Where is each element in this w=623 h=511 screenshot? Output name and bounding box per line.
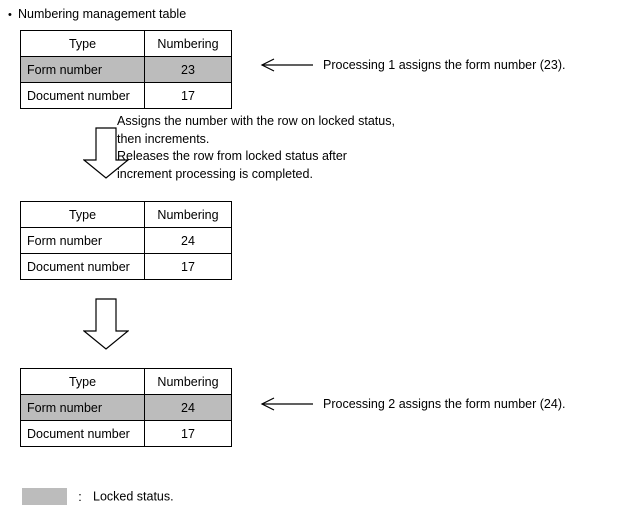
cell-type: Document number: [20, 82, 145, 109]
numbering-table-3: Type Numbering Form number 24 Document n…: [20, 368, 232, 447]
table-header-row: Type Numbering: [20, 30, 232, 57]
column-header-numbering: Numbering: [144, 201, 232, 228]
column-header-type: Type: [20, 201, 145, 228]
explanation-line-3: Releases the row from locked status afte…: [117, 149, 347, 163]
column-header-numbering: Numbering: [144, 30, 232, 57]
cell-type: Document number: [20, 253, 145, 280]
column-header-type: Type: [20, 30, 145, 57]
table-row: Document number 17: [20, 420, 232, 447]
page-title-label: Numbering management table: [18, 7, 187, 21]
legend: : Locked status.: [22, 487, 174, 506]
cell-numbering: 24: [144, 227, 232, 254]
page-title: • Numbering management table: [8, 6, 186, 23]
table-header-row: Type Numbering: [20, 368, 232, 395]
cell-numbering: 17: [144, 82, 232, 109]
bullet-icon: •: [8, 8, 12, 21]
table-row: Form number 24: [20, 227, 232, 254]
left-arrow-icon: [260, 397, 313, 411]
table-row: Document number 17: [20, 253, 232, 280]
annotation-processing-2: Processing 2 assigns the form number (24…: [260, 395, 565, 412]
table-header-row: Type Numbering: [20, 201, 232, 228]
legend-colon: :: [78, 489, 82, 504]
numbering-table-2: Type Numbering Form number 24 Document n…: [20, 201, 232, 280]
cell-numbering: 23: [144, 56, 232, 83]
annotation-label: Processing 2 assigns the form number (24…: [323, 396, 566, 411]
column-header-numbering: Numbering: [144, 368, 232, 395]
cell-numbering: 17: [144, 420, 232, 447]
down-arrow-icon: [83, 298, 129, 350]
table-row: Document number 17: [20, 82, 232, 109]
cell-numbering: 17: [144, 253, 232, 280]
explanation-line-4: increment processing is completed.: [117, 166, 313, 181]
annotation-label: Processing 1 assigns the form number (23…: [323, 57, 566, 72]
table-row: Form number 23: [20, 56, 232, 83]
left-arrow-icon: [260, 58, 313, 72]
annotation-processing-1: Processing 1 assigns the form number (23…: [260, 56, 565, 73]
cell-type: Form number: [20, 227, 145, 254]
cell-type: Form number: [20, 394, 145, 421]
explanation-line-2: then increments.: [117, 131, 210, 146]
table-row: Form number 24: [20, 394, 232, 421]
explanation-line-1: Assigns the number with the row on locke…: [117, 114, 395, 128]
legend-label: Locked status.: [93, 489, 174, 504]
cell-numbering: 24: [144, 394, 232, 421]
locked-status-swatch: [22, 488, 67, 506]
down-arrow-icon: [83, 127, 129, 179]
column-header-type: Type: [20, 368, 145, 395]
explanation-text: Assigns the number with the row on locke…: [117, 113, 395, 183]
cell-type: Document number: [20, 420, 145, 447]
numbering-table-1: Type Numbering Form number 23 Document n…: [20, 30, 232, 109]
cell-type: Form number: [20, 56, 145, 83]
